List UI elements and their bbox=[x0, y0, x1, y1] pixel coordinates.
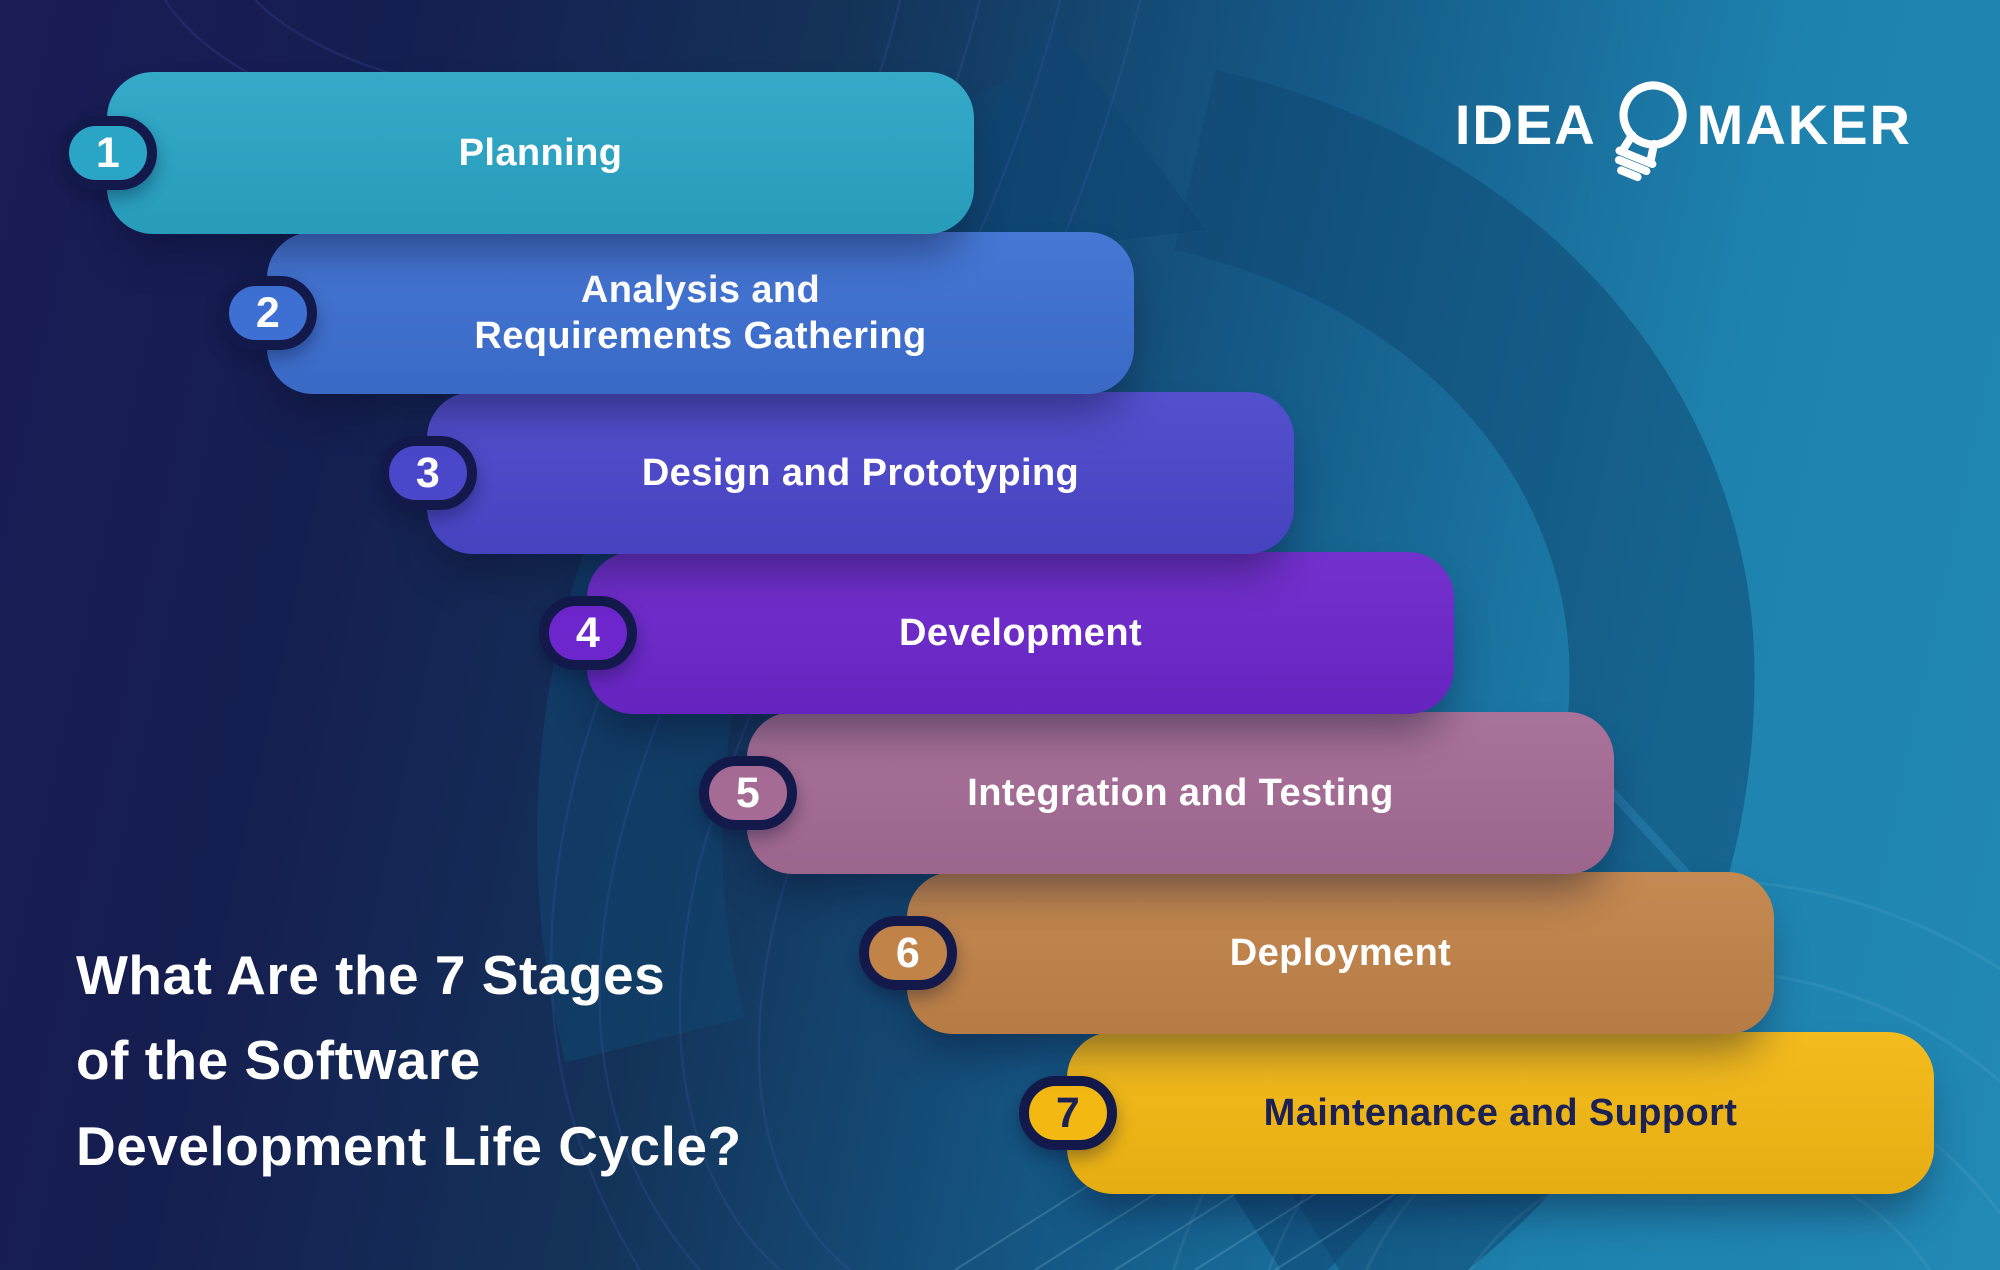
stage-5-number: 5 bbox=[735, 768, 761, 817]
stage-2-number: 2 bbox=[255, 288, 281, 337]
page-title: What Are the 7 Stages of the Software De… bbox=[76, 933, 742, 1189]
stage-4-number: 4 bbox=[575, 608, 601, 657]
stage-1-badge: 1 bbox=[59, 116, 157, 190]
stage-2-badge: 2 bbox=[219, 276, 317, 350]
stage-7-label: Maintenance and Support bbox=[1263, 1091, 1738, 1134]
lightbulb-icon bbox=[1599, 74, 1695, 186]
logo-word-maker: MAKER bbox=[1696, 92, 1912, 156]
stage-4-label: Development bbox=[898, 611, 1142, 654]
stage-3-badge: 3 bbox=[379, 436, 477, 510]
stage-bar-5: 5 Integration and Testing bbox=[699, 712, 1614, 874]
stage-5-badge: 5 bbox=[699, 756, 797, 830]
stage-6-badge: 6 bbox=[859, 916, 957, 990]
stage-7-badge: 7 bbox=[1019, 1076, 1117, 1150]
stage-6-label: Deployment bbox=[1229, 931, 1452, 974]
stage-2-label: Analysis and Requirements Gathering bbox=[474, 268, 927, 357]
stage-bar-7: 7 Maintenance and Support bbox=[1019, 1032, 1934, 1194]
stage-bar-2: 2 Analysis and Requirements Gathering bbox=[219, 232, 1134, 394]
stage-5-label: Integration and Testing bbox=[967, 771, 1394, 814]
stage-bar-4: 4 Development bbox=[539, 552, 1454, 714]
stage-bar-1: 1 Planning bbox=[59, 72, 974, 234]
title-line-3: Development Life Cycle? bbox=[76, 1114, 742, 1177]
stage-3-label: Design and Prototyping bbox=[641, 451, 1080, 494]
logo-word-idea: IDEA bbox=[1454, 92, 1597, 156]
stage-3-number: 3 bbox=[415, 448, 441, 497]
title-line-1: What Are the 7 Stages bbox=[76, 944, 666, 1006]
stage-1-number: 1 bbox=[95, 128, 121, 177]
stage-4-badge: 4 bbox=[539, 596, 637, 670]
brand-logo: IDEA MAKER bbox=[1454, 68, 1912, 182]
title-line-2: of the Software bbox=[76, 1029, 481, 1092]
stage-1-label: Planning bbox=[458, 131, 623, 174]
stage-6-number: 6 bbox=[895, 928, 921, 977]
stage-bar-6: 6 Deployment bbox=[859, 872, 1774, 1034]
stage-7-number: 7 bbox=[1055, 1088, 1081, 1137]
stage-bar-3: 3 Design and Prototyping bbox=[379, 392, 1294, 554]
